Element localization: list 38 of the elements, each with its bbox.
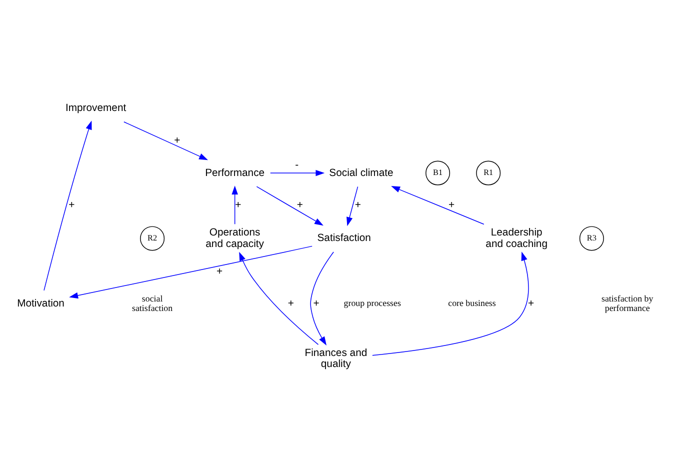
edge-label: + (216, 266, 223, 278)
edge-label: + (174, 135, 180, 146)
arrow (69, 246, 312, 299)
arrow (256, 186, 324, 226)
arrow (346, 186, 358, 226)
edge-label: + (288, 298, 294, 310)
arrow (310, 252, 334, 346)
edge-label: + (313, 298, 320, 310)
label: social satisfaction (132, 293, 173, 314)
node-text: Performance (205, 168, 265, 179)
node-circle: R1 (476, 160, 501, 186)
arrow (391, 186, 484, 225)
arrow (232, 186, 238, 224)
label: satisfaction by performance (602, 293, 654, 314)
arrow (44, 120, 92, 291)
node-text: Finances and quality (304, 348, 368, 370)
node-text: Motivation (17, 298, 64, 310)
node-text: Satisfaction (317, 233, 371, 244)
node-circle: R3 (579, 226, 604, 251)
label: core business (448, 298, 496, 308)
node-circle: B1 (426, 160, 450, 186)
edge-label: + (235, 200, 242, 212)
edge-label: + (448, 200, 455, 212)
edge-label: + (354, 200, 361, 212)
label: group processes (344, 298, 401, 308)
node-text: Social climate (329, 168, 394, 179)
node-text: Improvement (65, 103, 126, 114)
arrow (270, 170, 325, 176)
edge-label: + (68, 200, 75, 212)
node-circle: R2 (140, 226, 165, 251)
edge-label: + (528, 298, 534, 310)
arrow (372, 252, 529, 356)
node-text: Leadership and coaching (486, 228, 548, 250)
arrow (124, 122, 208, 160)
edge-label: - (295, 160, 299, 171)
edge-label: + (296, 200, 303, 212)
arrow (239, 252, 319, 345)
node-text: Operations and capacity (206, 228, 264, 250)
